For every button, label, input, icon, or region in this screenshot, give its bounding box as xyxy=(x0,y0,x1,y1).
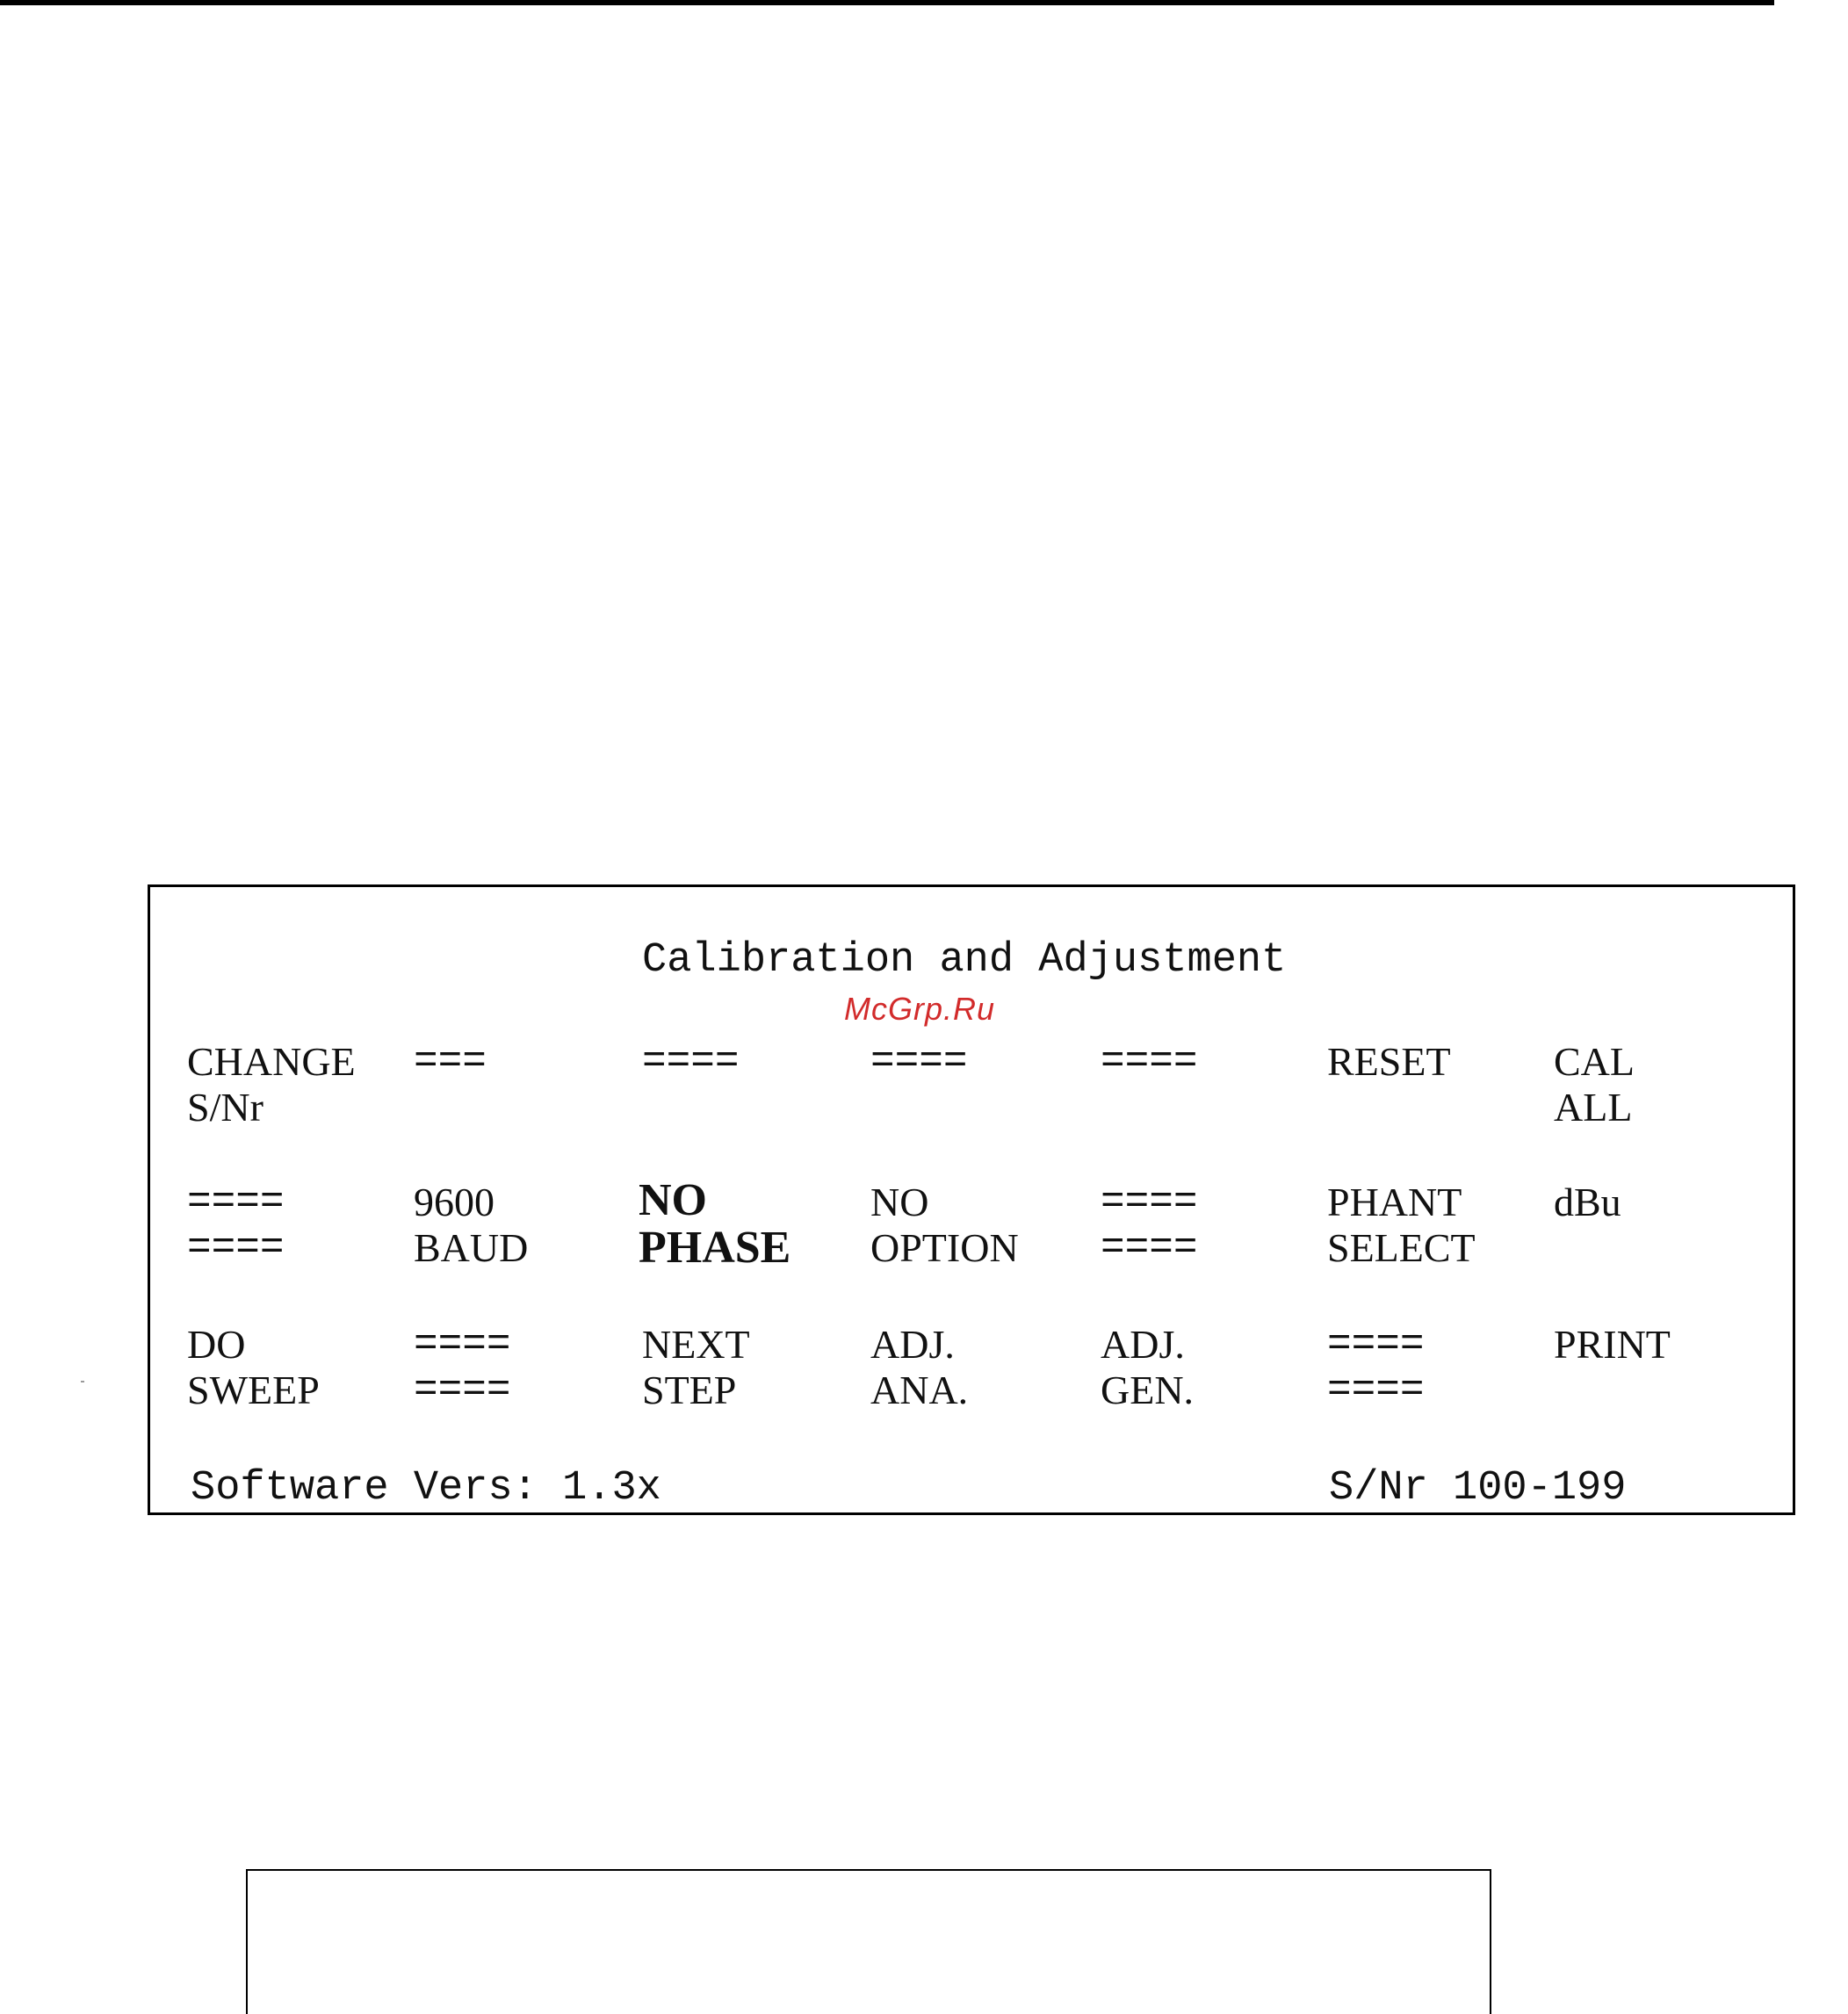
softkey-label: ==== xyxy=(1327,1322,1547,1368)
softkey-label: 9600 xyxy=(414,1180,633,1225)
softkey-empty[interactable]: ==== ==== xyxy=(187,1180,407,1271)
softkey-label: S/Nr xyxy=(187,1085,407,1130)
softkey-label: PHASE xyxy=(639,1224,858,1272)
softkey-empty[interactable]: ==== xyxy=(1101,1039,1320,1085)
softkey-label: STEP xyxy=(642,1368,862,1413)
softkey-label: ==== xyxy=(414,1368,633,1413)
softkey-label: BAUD xyxy=(414,1225,633,1271)
softkey-label: ==== xyxy=(1327,1368,1547,1413)
softkey-label: ==== xyxy=(1101,1180,1320,1225)
softkey-label: ==== xyxy=(642,1039,862,1085)
softkey-reset[interactable]: RESET xyxy=(1327,1039,1547,1085)
softkey-label: RESET xyxy=(1327,1039,1547,1085)
softkey-empty[interactable]: ==== ==== xyxy=(1101,1180,1320,1271)
softkey-label: PHANT xyxy=(1327,1180,1547,1225)
softkey-adjust-generator[interactable]: ADJ. GEN. xyxy=(1101,1322,1320,1413)
softkey-label: ==== xyxy=(870,1039,1090,1085)
softkey-label: CAL xyxy=(1554,1039,1773,1085)
softkey-label: ANA. xyxy=(870,1368,1090,1413)
stray-mark xyxy=(81,1381,84,1382)
screen-title: Calibration and Adjustment xyxy=(642,937,1286,984)
top-rule xyxy=(0,0,1774,5)
message-box xyxy=(246,1869,1491,2014)
softkey-label: ALL xyxy=(1554,1085,1773,1130)
softkey-baud-rate[interactable]: 9600 BAUD xyxy=(414,1180,633,1271)
softkey-change-serial[interactable]: CHANGE S/Nr xyxy=(187,1039,407,1130)
serial-range: S/Nr 100-199 xyxy=(1329,1465,1626,1512)
softkey-label: GEN. xyxy=(1101,1368,1320,1413)
softkey-cal-all[interactable]: CAL ALL xyxy=(1554,1039,1773,1130)
softkey-label: NO xyxy=(870,1180,1090,1225)
softkey-empty[interactable]: ==== ==== xyxy=(414,1322,633,1413)
softkey-label: ==== xyxy=(414,1322,633,1368)
softkey-no-option[interactable]: NO OPTION xyxy=(870,1180,1090,1271)
softkey-label: ADJ. xyxy=(1101,1322,1320,1368)
softkey-label: dBu xyxy=(1554,1180,1773,1225)
softkey-label: NO xyxy=(639,1177,858,1224)
softkey-label: NEXT xyxy=(642,1322,862,1368)
softkey-label: OPTION xyxy=(870,1225,1090,1271)
softkey-phantom-select[interactable]: PHANT SELECT xyxy=(1327,1180,1547,1271)
softkey-label: ==== xyxy=(1101,1039,1320,1085)
softkey-label: ==== xyxy=(187,1180,407,1225)
softkey-adjust-analyzer[interactable]: ADJ. ANA. xyxy=(870,1322,1090,1413)
softkey-label: PRINT xyxy=(1554,1322,1773,1368)
softkey-empty[interactable]: ==== ==== xyxy=(1327,1322,1547,1413)
software-version: Software Vers: 1.3x xyxy=(191,1465,661,1512)
softkey-label: SWEEP xyxy=(187,1368,407,1413)
softkey-dbu[interactable]: dBu xyxy=(1554,1180,1773,1225)
softkey-no-phase[interactable]: NO PHASE xyxy=(639,1177,858,1272)
softkey-empty[interactable]: === xyxy=(414,1039,633,1085)
calibration-screen: Calibration and Adjustment McGrp.Ru CHAN… xyxy=(148,884,1795,1515)
softkey-print[interactable]: PRINT xyxy=(1554,1322,1773,1368)
softkey-label: ==== xyxy=(187,1225,407,1271)
softkey-label: DO xyxy=(187,1322,407,1368)
softkey-label: ==== xyxy=(1101,1225,1320,1271)
softkey-label: ADJ. xyxy=(870,1322,1090,1368)
softkey-label: === xyxy=(414,1039,633,1085)
softkey-do-sweep[interactable]: DO SWEEP xyxy=(187,1322,407,1413)
softkey-next-step[interactable]: NEXT STEP xyxy=(642,1322,862,1413)
softkey-label: CHANGE xyxy=(187,1039,407,1085)
softkey-label: SELECT xyxy=(1327,1225,1547,1271)
watermark: McGrp.Ru xyxy=(844,991,995,1028)
softkey-empty[interactable]: ==== xyxy=(642,1039,862,1085)
softkey-empty[interactable]: ==== xyxy=(870,1039,1090,1085)
